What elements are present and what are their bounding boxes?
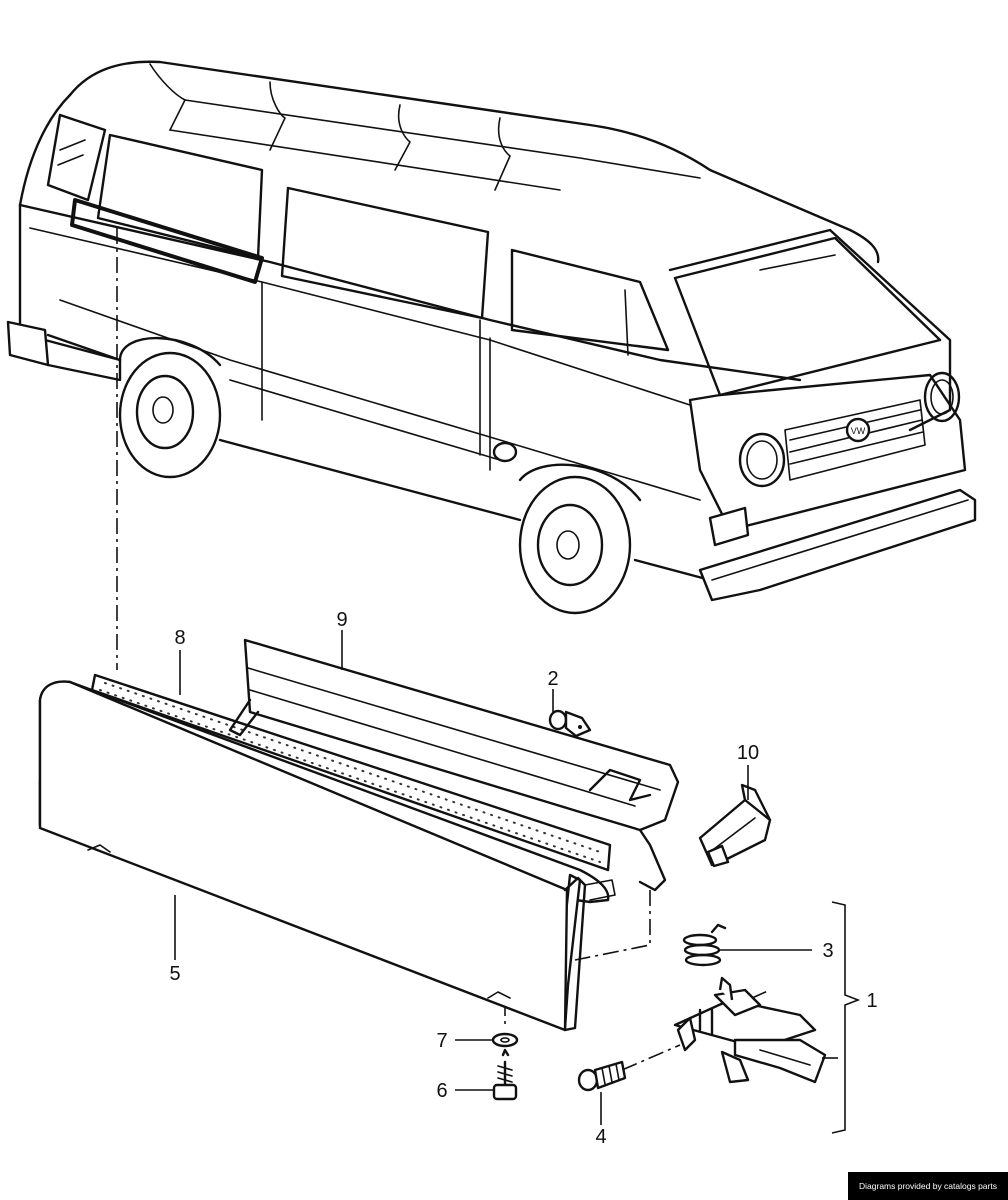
- part-2-clip: [548, 709, 592, 738]
- callouts: 8 9 2 10 5 3 1 7 6 4: [169, 609, 877, 1148]
- callout-8: 8: [174, 627, 185, 649]
- leader-lines: [174, 630, 861, 1134]
- callout-4: 4: [595, 1126, 606, 1148]
- part-8-trim-strip: [90, 673, 612, 872]
- callout-9: 9: [336, 609, 347, 631]
- callout-10: 10: [737, 742, 759, 764]
- part-1-hinge: [673, 976, 827, 1084]
- part-5-rocker-panel: [38, 680, 616, 1032]
- part-10-bracket: [698, 783, 772, 868]
- part-6-screw: [492, 1048, 518, 1101]
- part-3-spring: [682, 923, 727, 967]
- vw-badge: VW: [851, 426, 866, 436]
- van-illustration: VW: [6, 60, 977, 615]
- callout-3: 3: [822, 940, 833, 962]
- credit-label: Diagrams provided by catalogs parts: [848, 1172, 1008, 1200]
- part-7-washer: [491, 1032, 519, 1048]
- part-4-bolt: [577, 1060, 627, 1092]
- part-9-sill-rail: [228, 638, 680, 892]
- callout-2: 2: [547, 668, 558, 690]
- callout-1: 1: [866, 990, 877, 1012]
- callout-7: 7: [436, 1030, 447, 1052]
- callout-5: 5: [169, 963, 180, 985]
- callout-6: 6: [436, 1080, 447, 1102]
